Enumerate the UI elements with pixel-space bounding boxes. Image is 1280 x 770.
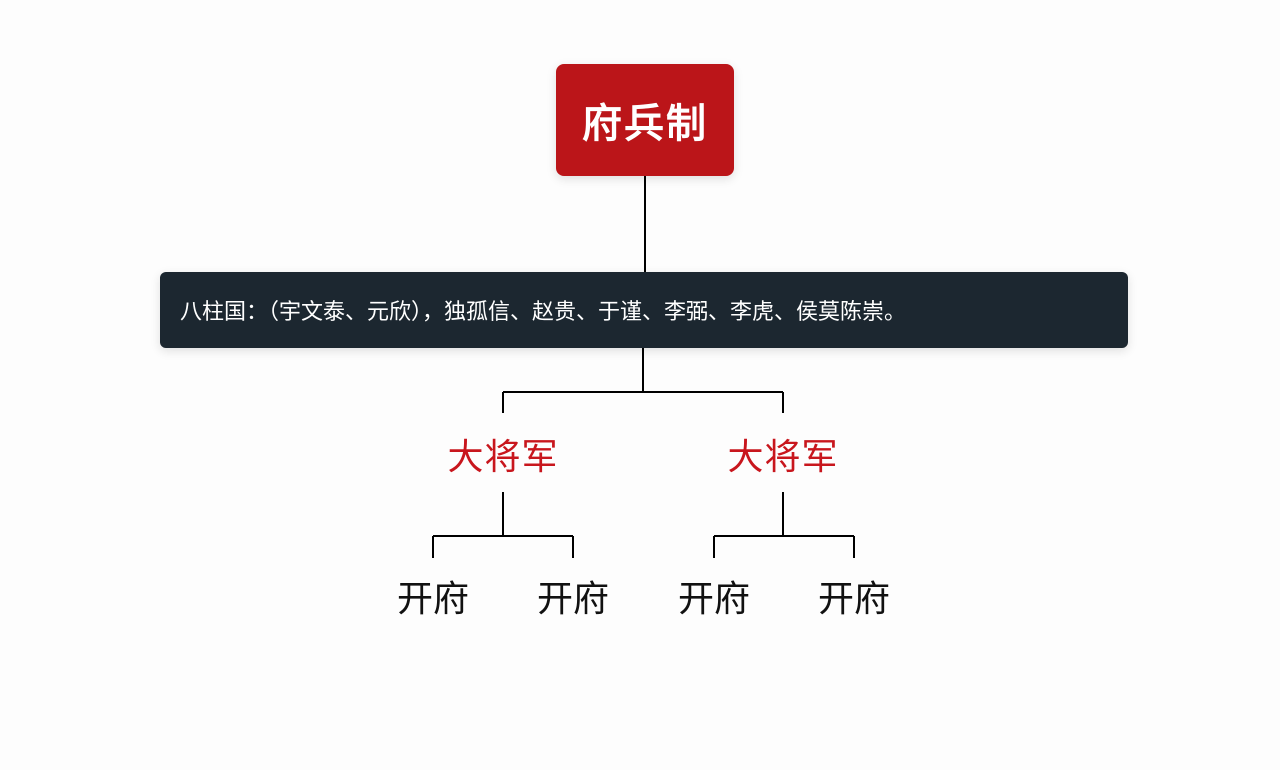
general-node-1: 大将军 xyxy=(447,437,559,478)
root-node-fubing-system: 府兵制 xyxy=(556,64,734,176)
eight-pillars-node: 八柱国：（宇文泰、元欣），独孤信、赵贵、于谨、李弼、李虎、侯莫陈崇。 xyxy=(160,272,1128,348)
office-node-4: 开府 xyxy=(817,579,890,620)
office-node-3: 开府 xyxy=(677,579,750,620)
eight-pillars-label: 八柱国：（宇文泰、元欣），独孤信、赵贵、于谨、李弼、李虎、侯莫陈崇。 xyxy=(180,300,907,325)
general-node-2: 大将军 xyxy=(727,437,839,478)
office-node-2: 开府 xyxy=(536,579,609,620)
office-node-1: 开府 xyxy=(396,579,469,620)
